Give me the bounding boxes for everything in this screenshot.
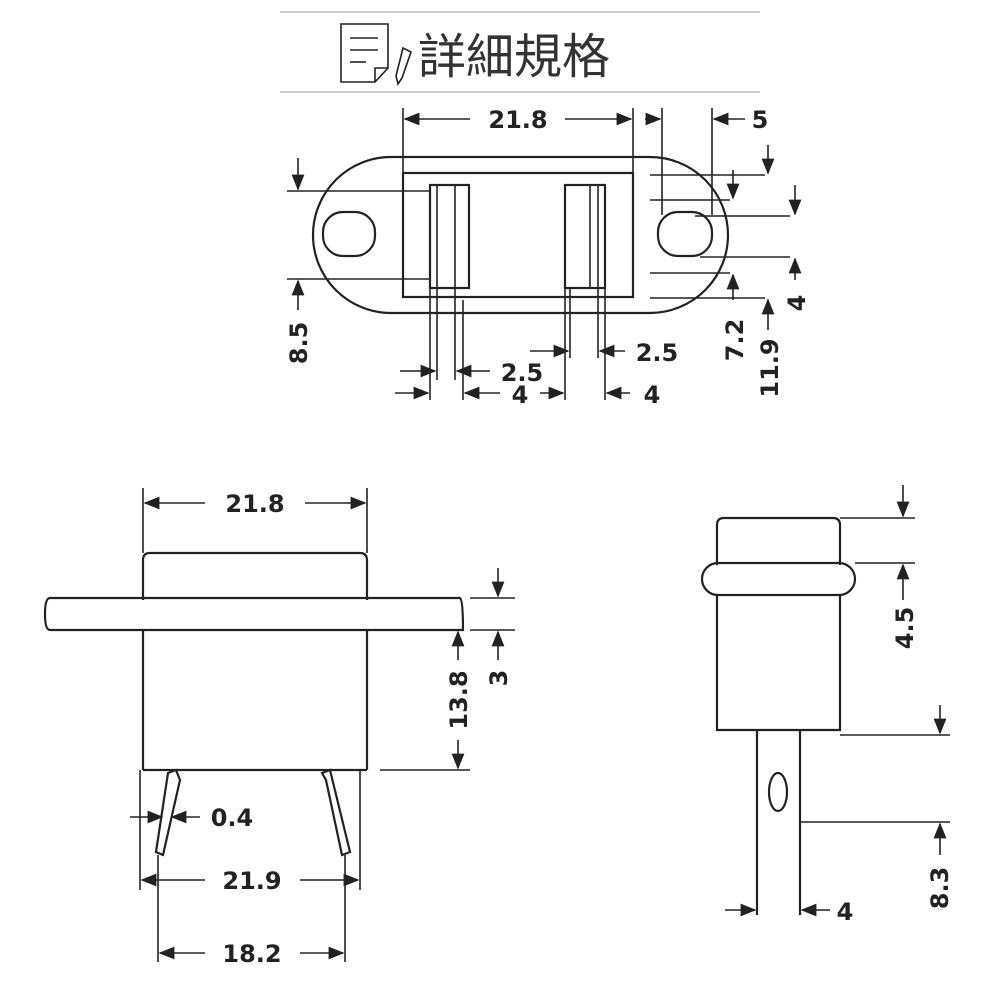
pin-inner-label: 18.2	[222, 940, 281, 968]
slot-a-label: 2.5	[501, 359, 544, 387]
hole-span-label: 11.9	[756, 338, 784, 397]
header: 詳細規格	[280, 11, 760, 93]
side-view: 4.5 8.3 4	[700, 485, 954, 926]
pin-thickness-label: 0.4	[211, 804, 254, 832]
top-view: 21.8 5 8.5 2.5 4 2.5 4 7.2 11.9 4	[285, 106, 811, 409]
top-height-label: 8.5	[285, 322, 313, 365]
pin-width-label: 4	[837, 898, 854, 926]
slot-b-label: 2.5	[636, 339, 679, 367]
side-top-label: 4.5	[891, 607, 919, 650]
hole-label: 7.2	[721, 319, 749, 362]
pin-length-label: 8.3	[926, 867, 954, 910]
front-height-label: 13.8	[445, 670, 473, 729]
top-offset-label: 5	[752, 106, 769, 134]
top-width-label: 21.8	[488, 106, 547, 134]
document-pen-icon	[340, 23, 412, 86]
front-view: 21.8 13.8 3 0.4 21.9 18.2	[43, 488, 515, 968]
hole-height-label: 4	[783, 295, 811, 312]
slot-gap-label: 4	[512, 381, 529, 409]
flange-label: 3	[485, 670, 513, 687]
front-width-label: 21.8	[225, 490, 284, 518]
pin-outer-label: 21.9	[222, 867, 281, 895]
page-title: 詳細規格	[418, 29, 610, 85]
slot-b-offset-label: 4	[644, 381, 661, 409]
